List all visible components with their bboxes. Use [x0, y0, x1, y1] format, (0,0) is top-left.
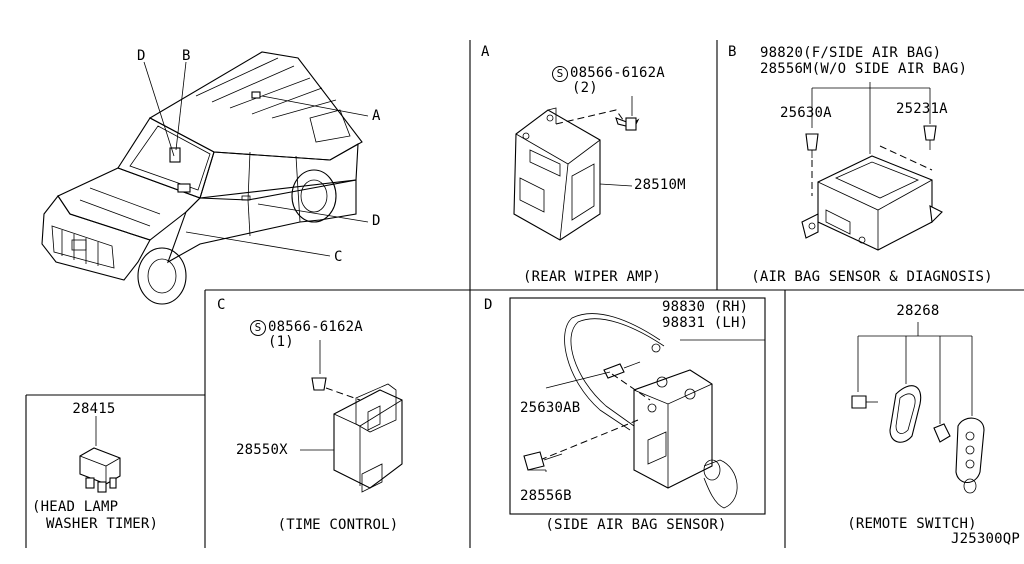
washer-caption-line1: (HEAD LAMP [32, 499, 119, 515]
vehicle-callout-d-right: D [372, 213, 381, 229]
panel-b-bolt-left: 25630A [780, 105, 832, 121]
panel-c-screw-qty: (1) [268, 334, 294, 350]
remote-switch-drawing [851, 322, 985, 494]
panel-a-screw-symbol: S [552, 66, 568, 82]
vehicle-callout-a: A [372, 108, 381, 124]
panel-c-letter: C [217, 297, 226, 313]
panel-d-part-rh: 98830 (RH) [662, 299, 749, 315]
panel-b-bolt-right: 25231A [896, 101, 948, 117]
panel-dividers [25, 40, 1024, 548]
vehicle-callout-d-top: D [137, 48, 146, 64]
panel-a-caption: (REAR WIPER AMP) [522, 269, 662, 285]
remote-caption: (REMOTE SWITCH) [847, 516, 977, 532]
side-air-bag-sensor-drawing [509, 297, 766, 515]
panel-a-screw-part: 08566-6162A [570, 65, 665, 81]
panel-a-amp-part: 28510M [634, 177, 686, 193]
washer-part-number: 28415 [72, 401, 116, 417]
panel-a-letter: A [481, 44, 490, 60]
panel-b-letter: B [728, 44, 737, 60]
panel-c-screw-symbol: S [250, 320, 266, 336]
panel-c-screw-part: 08566-6162A [268, 319, 363, 335]
panel-d-part-lh: 98831 (LH) [662, 315, 749, 331]
vehicle-illustration [41, 51, 369, 305]
panel-b-line2: 28556M(W/O SIDE AIR BAG) [760, 61, 968, 77]
panel-d-bolt-upper: 25630AB [520, 400, 581, 416]
panel-d-caption: (SIDE AIR BAG SENSOR) [545, 517, 727, 533]
vehicle-callout-b: B [182, 48, 191, 64]
panel-c-unit-part: 28550X [236, 442, 288, 458]
washer-caption-line2: WASHER TIMER) [46, 516, 159, 532]
panel-a-screw-qty: (2) [572, 80, 598, 96]
air-bag-sensor-drawing [801, 82, 943, 251]
rear-wiper-amp-drawing [513, 96, 640, 241]
panel-c-caption: (TIME CONTROL) [277, 517, 399, 533]
panel-d-bolt-lower: 28556B [520, 488, 572, 504]
remote-part-number: 28268 [896, 303, 940, 319]
panel-d-letter: D [484, 297, 493, 313]
diagram-code: J25300QP [950, 531, 1020, 547]
time-control-drawing [300, 340, 403, 493]
vehicle-callout-c: C [334, 249, 343, 265]
panel-b-line1: 98820(F/SIDE AIR BAG) [760, 45, 942, 61]
panel-b-caption: (AIR BAG SENSOR & DIAGNOSIS) [751, 269, 993, 285]
washer-timer-drawing [79, 416, 121, 493]
